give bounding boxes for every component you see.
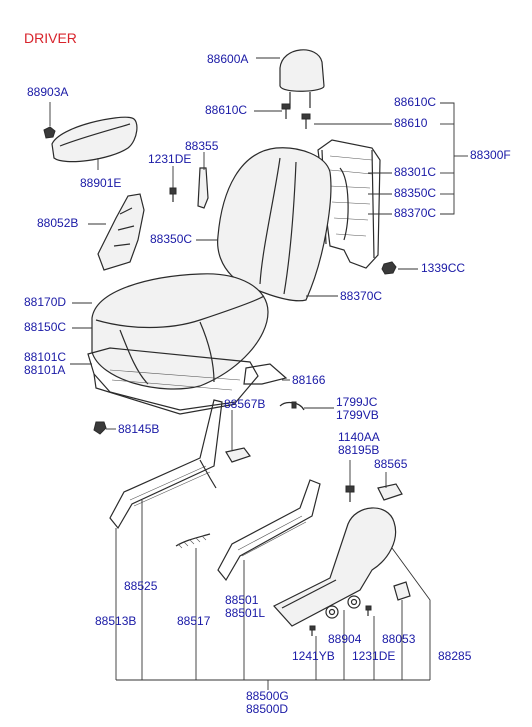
part-label-88355: 88355 [185,139,219,153]
part-label-88610C-headrest: 88610C [205,103,248,117]
recliner-cover-drawing [273,507,397,627]
part-label-88350C-cushion: 88350C [150,232,193,246]
seat-track-right-drawing [217,479,321,582]
screw-drawing [169,167,209,209]
small-screws-drawing [309,605,372,636]
part-label-1231DE-lower: 1231DE [352,649,396,663]
part-label-88370C-cushion: 88370C [340,289,383,303]
part-label-88195B: 88195B [338,443,380,457]
diagram-title: DRIVER [24,30,77,46]
spring-drawing [175,533,211,549]
part-label-88145B: 88145B [118,422,160,436]
headrest-drawing [279,49,325,108]
part-label-1339CC: 1339CC [421,261,466,275]
part-label-88501: 88501 [225,593,259,607]
part-label-88150C: 88150C [24,320,67,334]
seatback-side-panel-drawing [97,193,145,271]
bolt-drawing [345,485,355,502]
part-label-88525: 88525 [124,579,158,593]
part-label-88901E: 88901E [80,176,122,190]
part-label-88500G: 88500G [246,689,289,703]
part-label-88517: 88517 [177,614,211,628]
nut-drawing [381,261,397,275]
cushion-pan-drawing [87,347,259,415]
wire-drawing [243,363,288,385]
part-label-1241YB: 1241YB [292,649,335,663]
part-label-88600A: 88600A [207,52,249,66]
part-label-88904: 88904 [328,632,362,646]
part-label-88301C: 88301C [394,165,437,179]
part-label-88052B: 88052B [37,216,79,230]
clip-drawing [279,401,305,411]
part-label-88567B: 88567B [224,397,266,411]
armrest-drawing [43,116,138,163]
part-label-88501L: 88501L [225,606,266,620]
part-label-88101C: 88101C [24,350,67,364]
knob-drawing [377,483,403,501]
part-label-1799VB: 1799VB [336,408,379,422]
part-label-88610C-frame: 88610C [394,95,437,109]
part-label-88500D: 88500D [246,702,289,716]
part-label-1140AA: 1140AA [338,430,380,444]
seat-cushion-drawing [91,273,269,390]
cap-drawing [393,581,411,601]
washer-drawing [325,595,361,619]
part-label-88350C-frame: 88350C [394,186,437,200]
headrest-guide-drawing [281,103,311,129]
part-label-88285: 88285 [438,649,472,663]
part-label-88610: 88610 [394,116,428,130]
lever-drawing [225,447,251,463]
part-label-88170D: 88170D [24,295,67,309]
part-label-88101A: 88101A [24,363,66,377]
part-label-1231DE-upper: 1231DE [148,152,192,166]
fastener-drawing [93,421,107,435]
seat-track-left-drawing [109,399,223,530]
part-label-88903A: 88903A [27,85,69,99]
leader-lines [49,57,468,690]
part-label-88370C-frame: 88370C [394,206,437,220]
part-label-88166: 88166 [292,373,326,387]
part-label-88565: 88565 [374,457,408,471]
part-label-88300F: 88300F [470,148,511,162]
part-label-88513B: 88513B [95,614,137,628]
part-label-88053: 88053 [382,632,416,646]
part-label-1799JC: 1799JC [336,395,378,409]
